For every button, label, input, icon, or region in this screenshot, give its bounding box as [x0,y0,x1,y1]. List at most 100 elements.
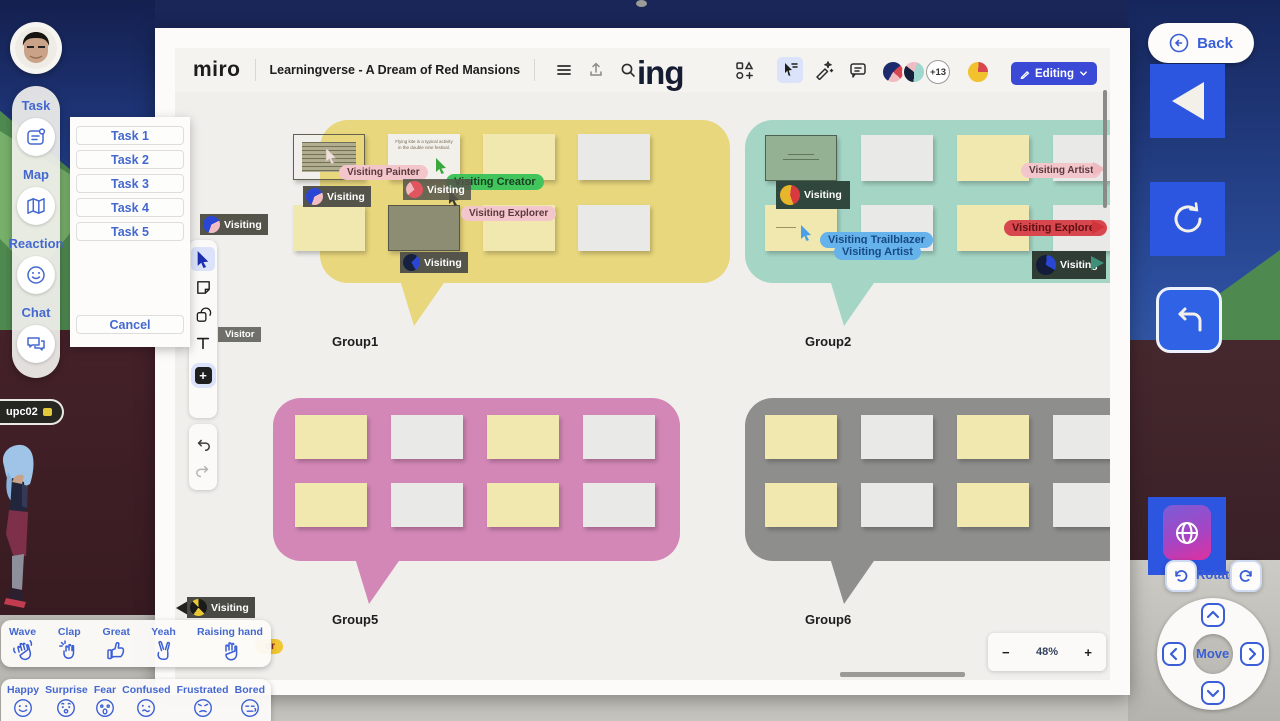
chevron-down-icon [1206,689,1220,698]
rotate-left-button[interactable] [1165,560,1197,592]
gesture-wave[interactable]: Wave [9,626,36,663]
sticky-note[interactable] [295,415,367,459]
sidebar-item-task-label: Task [21,98,51,113]
select-tool[interactable] [191,247,215,271]
task-option-button[interactable]: Task 2 [76,150,184,169]
reaction-button[interactable] [17,256,55,294]
sticky-note-tool[interactable] [191,275,215,299]
sticky-note[interactable] [583,483,655,527]
current-user-avatar[interactable] [966,60,990,84]
sticky-note[interactable] [391,415,463,459]
group5-label[interactable]: Group5 [332,612,379,627]
sticky-note[interactable] [861,135,933,181]
sticky-note[interactable] [487,415,559,459]
emotion-happy[interactable]: Happy [7,684,39,719]
emotion-frustrated[interactable]: Frustrated [177,684,229,719]
horizontal-scrollbar[interactable] [840,672,965,677]
emotion-surprise[interactable]: Surprise [45,684,88,719]
task-option-button[interactable]: Task 5 [76,222,184,241]
move-right-button[interactable] [1240,642,1264,666]
undo-button[interactable] [191,432,215,456]
miro-logo[interactable]: miro [193,58,241,81]
group5-notes [295,415,655,527]
sticky-note[interactable] [293,205,365,251]
sticky-note[interactable] [957,415,1029,459]
sticky-note[interactable] [1053,415,1110,459]
task-option-button[interactable]: Task 3 [76,174,184,193]
task-option-button[interactable]: Task 4 [76,198,184,217]
task-button[interactable] [17,118,55,156]
redo-button[interactable] [191,460,215,484]
user-avatar[interactable] [10,22,62,74]
zoom-out-button[interactable]: − [1002,644,1010,660]
gesture-great[interactable]: Great [103,626,130,663]
move-down-button[interactable] [1201,681,1225,705]
sticky-note[interactable] [483,134,555,180]
miro-canvas[interactable]: miro Learningverse - A Dream of Red Mans… [175,48,1110,680]
sidebar-item-map-label: Map [23,167,49,182]
task-option-button[interactable]: Task 1 [76,126,184,145]
gesture-clap[interactable]: Clap [57,626,81,663]
rotate-right-button[interactable] [1230,560,1262,592]
sticky-note[interactable] [1053,483,1110,527]
text-tool[interactable] [191,331,215,355]
hud-rail: Task Map Reaction Chat [9,86,63,378]
collaborator-avatar[interactable] [902,60,926,84]
sticky-note[interactable] [578,205,650,251]
refresh-button[interactable] [1150,182,1225,256]
return-button[interactable] [1156,287,1222,353]
sticky-note[interactable] [295,483,367,527]
export-icon[interactable] [583,57,609,83]
emotion-bored[interactable]: Bored [235,684,265,719]
sticky-note[interactable] [861,415,933,459]
move-left-button[interactable] [1162,642,1186,666]
sticky-note[interactable] [957,483,1029,527]
chat-button[interactable] [17,325,55,363]
move-pad [1156,597,1270,711]
player-character [2,444,34,608]
shapes-tool[interactable] [191,303,215,327]
move-up-button[interactable] [1201,603,1225,627]
previous-slide-button[interactable] [1150,64,1225,138]
group1-label[interactable]: Group1 [332,334,379,349]
editing-mode-button[interactable]: Editing [1011,62,1097,85]
group2-label[interactable]: Group2 [805,334,852,349]
selected-object-tile[interactable] [1148,497,1226,575]
vertical-scrollbar[interactable] [1103,90,1107,208]
cancel-button[interactable]: Cancel [76,315,184,334]
zoom-control: − 48% + [988,633,1106,671]
search-icon[interactable] [615,57,641,83]
cursor-tool-icon[interactable] [777,57,803,83]
emotion-fear[interactable]: Fear [94,684,116,719]
sticky-note[interactable] [957,135,1029,181]
sticky-note[interactable] [391,483,463,527]
map-button[interactable] [17,187,55,225]
miro-toolbar: + [189,240,217,418]
board-title[interactable]: Learningverse - A Dream of Red Mansions [269,63,521,77]
add-more-tool[interactable]: + [191,363,215,387]
gesture-bar: Wave Clap Great Yeah Raising hand [1,620,271,667]
emotion-confused[interactable]: Confused [122,684,171,719]
back-button[interactable]: Back [1148,23,1254,63]
sticky-note[interactable] [765,135,837,181]
group6-label[interactable]: Group6 [805,612,852,627]
frames-icon[interactable] [731,57,757,83]
move-label: Move [1196,646,1230,661]
gesture-yeah[interactable]: Yeah [151,626,176,663]
sticky-note[interactable] [765,483,837,527]
sticky-note[interactable] [583,415,655,459]
collaborator-overflow-badge[interactable]: +13 [926,60,950,84]
bored-face-icon [240,699,259,717]
zoom-in-button[interactable]: + [1084,644,1092,660]
sticky-note[interactable] [487,483,559,527]
gesture-raising-hand[interactable]: Raising hand [197,626,263,663]
sticky-note[interactable] [388,205,460,251]
sticky-note[interactable] [765,415,837,459]
menu-icon[interactable] [551,57,577,83]
editing-label: Editing [1035,67,1074,80]
sticky-note[interactable] [861,483,933,527]
sticky-note[interactable] [578,134,650,180]
magic-pen-icon[interactable] [811,57,837,83]
comment-icon[interactable] [845,57,871,83]
